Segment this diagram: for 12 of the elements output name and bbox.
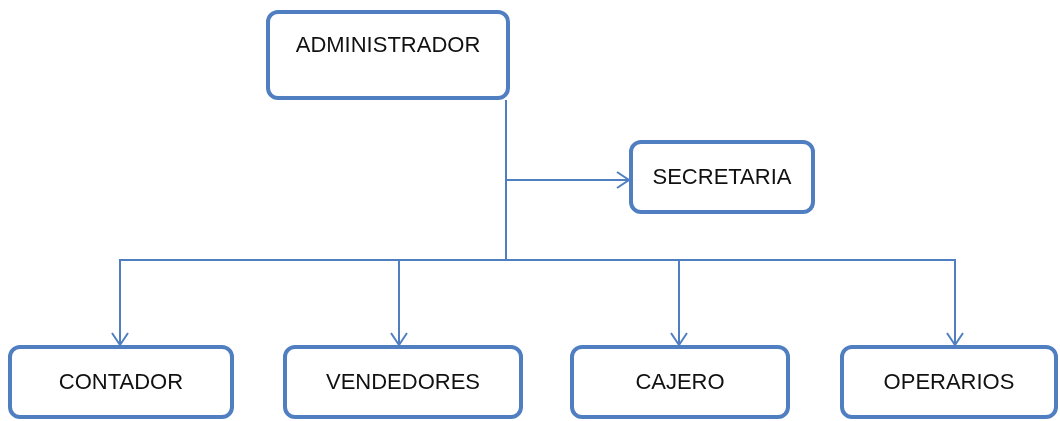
role-label: CONTADOR bbox=[58, 369, 184, 395]
role-label: ADMINISTRADOR bbox=[295, 32, 481, 58]
role-box bbox=[629, 140, 815, 214]
role-box bbox=[8, 345, 234, 419]
role-box bbox=[570, 345, 790, 419]
role-label: OPERARIOS bbox=[883, 369, 1015, 395]
role-label: CAJERO bbox=[635, 369, 725, 395]
role-box bbox=[266, 10, 510, 100]
role-label: VENDEDORES bbox=[325, 369, 480, 395]
role-box bbox=[283, 345, 523, 419]
role-box bbox=[840, 345, 1058, 419]
role-label: SECRETARIA bbox=[652, 164, 792, 190]
